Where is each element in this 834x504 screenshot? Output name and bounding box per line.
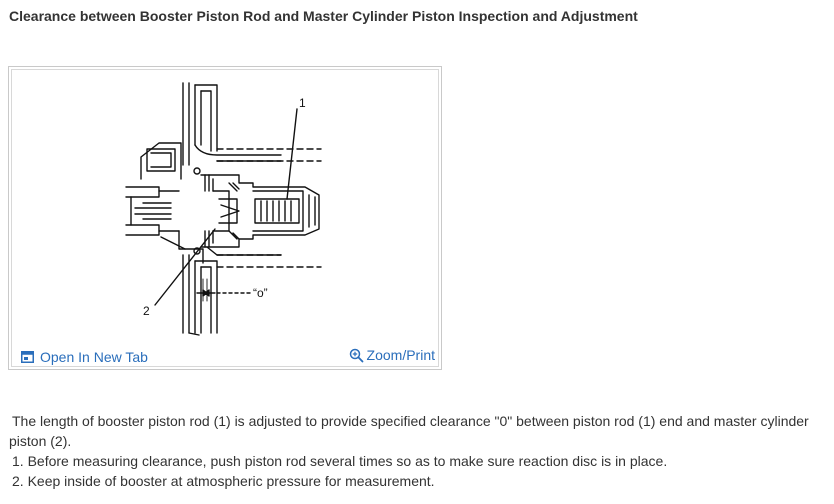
diagram-lower-housing	[178, 230, 204, 264]
open-in-new-tab-link[interactable]: Open In New Tab	[21, 349, 148, 365]
zoom-print-link[interactable]: Zoom/Print	[349, 347, 435, 363]
clearance-label: “o”	[253, 286, 268, 300]
intro-paragraph: The length of booster piston rod (1) is …	[9, 413, 809, 449]
diagram-left-housing	[125, 186, 160, 198]
rod-label: 1	[299, 96, 306, 110]
piston-label: 2	[143, 304, 150, 318]
open-in-new-tab-icon	[21, 351, 34, 363]
rod-leader-line	[286, 108, 298, 200]
magnifier-zoom-icon	[349, 348, 363, 362]
zoom-print-label: Zoom/Print	[366, 347, 435, 363]
diagram-piston-body	[200, 174, 320, 248]
figure-action-bar: Open In New Tab Zoom/Print	[19, 347, 437, 368]
instructions-text: The length of booster piston rod (1) is …	[9, 411, 824, 491]
diagram-upper-flange	[140, 142, 182, 180]
open-in-new-tab-label: Open In New Tab	[40, 349, 148, 365]
piston-leader-line	[154, 228, 216, 306]
diagram-shell-wall	[182, 82, 190, 166]
figure-card: 1 2 “o” Open In New Tab Zoom/Print	[8, 66, 442, 370]
figure-frame	[11, 69, 439, 367]
booster-piston-rod-diagram: 1 2 “o”	[125, 82, 322, 336]
diagram-reaction-disc	[212, 190, 230, 232]
page-title: Clearance between Booster Piston Rod and…	[9, 8, 638, 24]
step-1: 1. Before measuring clearance, push pist…	[12, 453, 668, 469]
step-2: 2. Keep inside of booster at atmospheric…	[12, 473, 435, 489]
